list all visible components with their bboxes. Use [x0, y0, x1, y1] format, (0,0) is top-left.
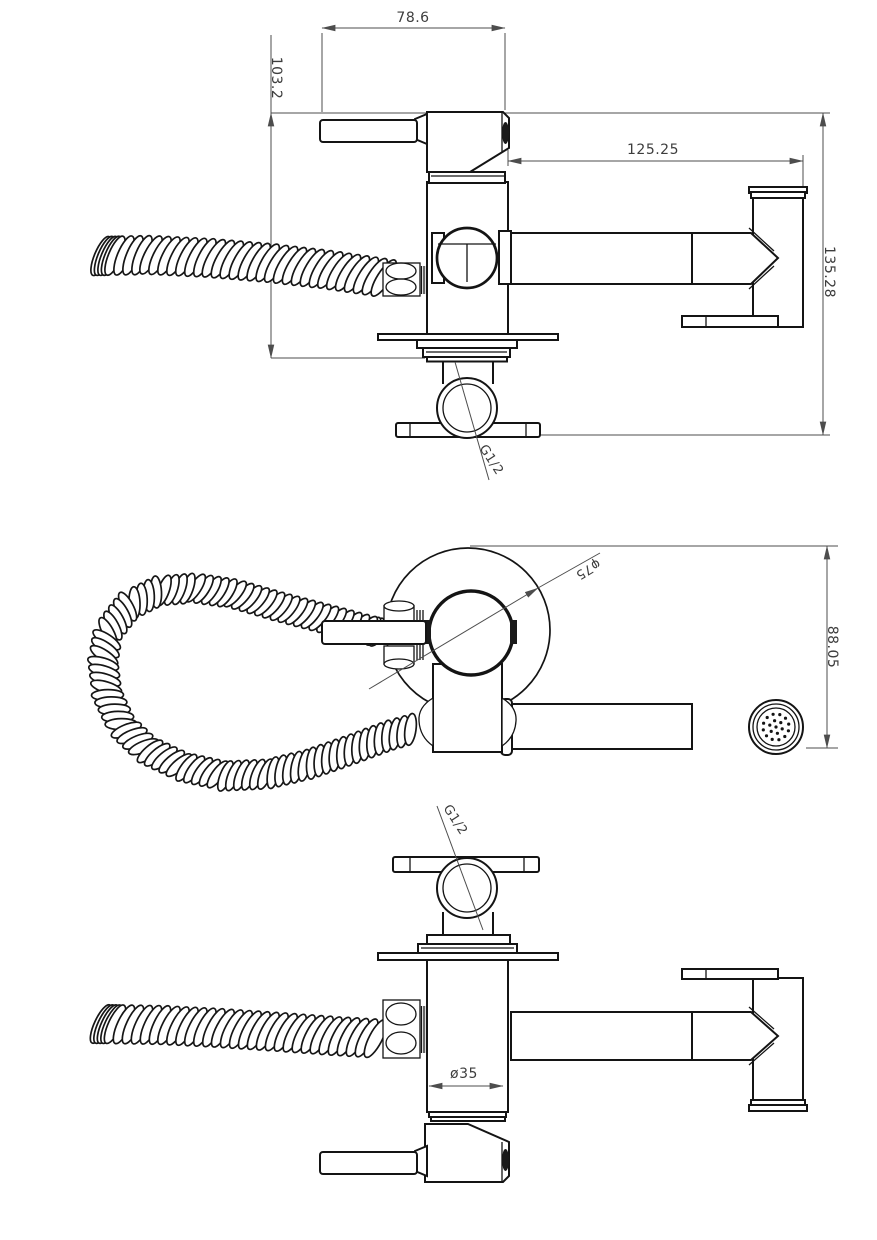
flexible-hose-side [90, 234, 398, 297]
flexible-hose-plan [86, 572, 418, 792]
view-plan: φ75 88.05 [86, 545, 840, 792]
dim-label-handle-span: 78.6 [396, 10, 429, 26]
thread-leader-line-opposite [436, 805, 484, 931]
dim-label-body-diameter: ø35 [450, 1066, 478, 1082]
valve-neck-plan [418, 663, 517, 753]
ball-stub-left [424, 620, 431, 644]
ball-stub-right [510, 620, 517, 644]
valve-body-side [426, 111, 510, 335]
inlet-connector-side [395, 361, 541, 439]
ball-joint-plan [427, 589, 515, 677]
inlet-connector-opposite [392, 856, 540, 936]
wall-flange-side [377, 333, 559, 363]
dim-label-overall-depth: 88.05 [824, 626, 840, 669]
view-opposite-side: ø35 G1/2 [89, 802, 808, 1183]
lever-handle-plan [321, 620, 427, 645]
view-side: 78.6 103.2 125.25 135.28 G1/2 [90, 10, 837, 481]
lever-handle-opposite [319, 1144, 428, 1178]
sprayer-arm-plan [494, 698, 804, 756]
dim-label-overall-height: 135.28 [821, 246, 837, 298]
thread-label-side: G1/2 [476, 442, 507, 478]
hose-swivel-nut-opposite [382, 999, 428, 1059]
diameter-leader-line [368, 587, 539, 690]
wall-flange-opposite [377, 934, 559, 961]
lever-handle-side [319, 112, 428, 146]
dimension-lines-side [267, 24, 830, 436]
hose-swivel-nut [382, 262, 428, 297]
sprayer-arm-side [510, 186, 808, 328]
diameter-leader-tail [537, 552, 601, 589]
dim-label-upper-height: 103.2 [268, 57, 284, 100]
thread-label-opposite: G1/2 [440, 802, 471, 838]
spray-face-holes [761, 712, 791, 742]
dim-label-sprayer-length: 125.25 [627, 142, 679, 158]
hose-clevis-plan [383, 600, 424, 670]
sprayer-arm-opposite [510, 968, 808, 1112]
ball-joint-side [431, 226, 512, 290]
thread-leader-line [454, 361, 490, 481]
flexible-hose-opposite [89, 1003, 388, 1059]
dimension-lines-plan [470, 545, 838, 749]
